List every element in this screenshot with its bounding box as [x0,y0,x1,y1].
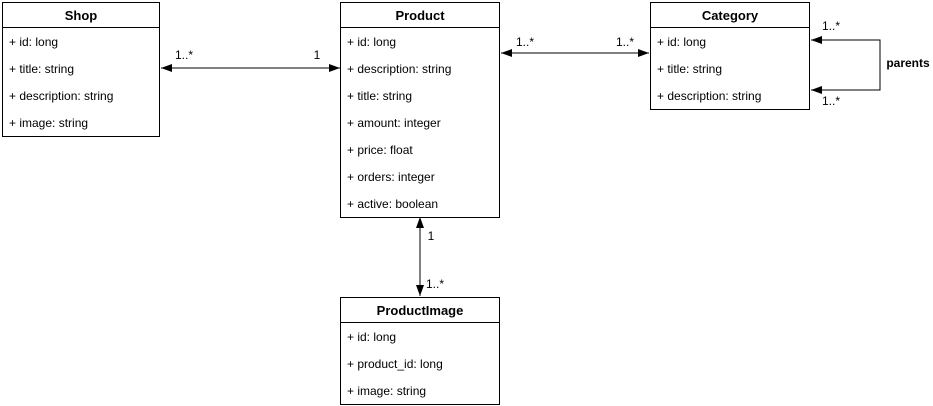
attribute: + price: float [347,142,413,157]
attribute: + description: string [9,88,114,103]
edge-product-productimage-source-multiplicity: 1 [427,229,435,243]
class-productimage[interactable]: ProductImage + id: long + product_id: lo… [340,297,500,405]
attribute: + amount: integer [347,115,441,130]
edge-shop-product-source-multiplicity: 1..* [174,48,194,62]
edge-category-parents-target-multiplicity: 1..* [821,94,841,108]
class-shop-title: Shop [3,3,159,28]
attribute: + description: string [347,61,452,76]
attribute: + id: long [9,34,59,49]
class-productimage-title: ProductImage [341,298,499,323]
class-category-title: Category [651,3,809,28]
edge-category-parents-label: parents [886,56,930,70]
attribute: + id: long [657,34,707,49]
attribute: + id: long [347,34,397,49]
class-product[interactable]: Product + id: long + description: string… [340,2,500,218]
edge-product-productimage-target-multiplicity: 1..* [425,277,445,291]
attribute: + title: string [347,88,413,103]
edge-category-parents[interactable] [811,36,881,94]
class-product-title: Product [341,3,499,28]
attribute: + image: string [9,115,89,130]
attribute: + title: string [657,61,723,76]
edge-category-parents-source-multiplicity: 1..* [821,19,841,33]
edge-product-category-target-multiplicity: 1..* [615,35,635,49]
edge-shop-product-target-multiplicity: 1 [313,48,321,62]
edge-product-category-source-multiplicity: 1..* [515,35,535,49]
attribute: + product_id: long [347,356,443,371]
attribute: + image: string [347,383,427,398]
class-category[interactable]: Category + id: long + title: string + de… [650,2,810,110]
attribute: + description: string [657,88,762,103]
class-shop[interactable]: Shop + id: long + title: string + descri… [2,2,160,137]
attribute: + title: string [9,61,75,76]
attribute: + orders: integer [347,169,435,184]
attribute: + active: boolean [347,196,439,211]
attribute: + id: long [347,329,397,344]
